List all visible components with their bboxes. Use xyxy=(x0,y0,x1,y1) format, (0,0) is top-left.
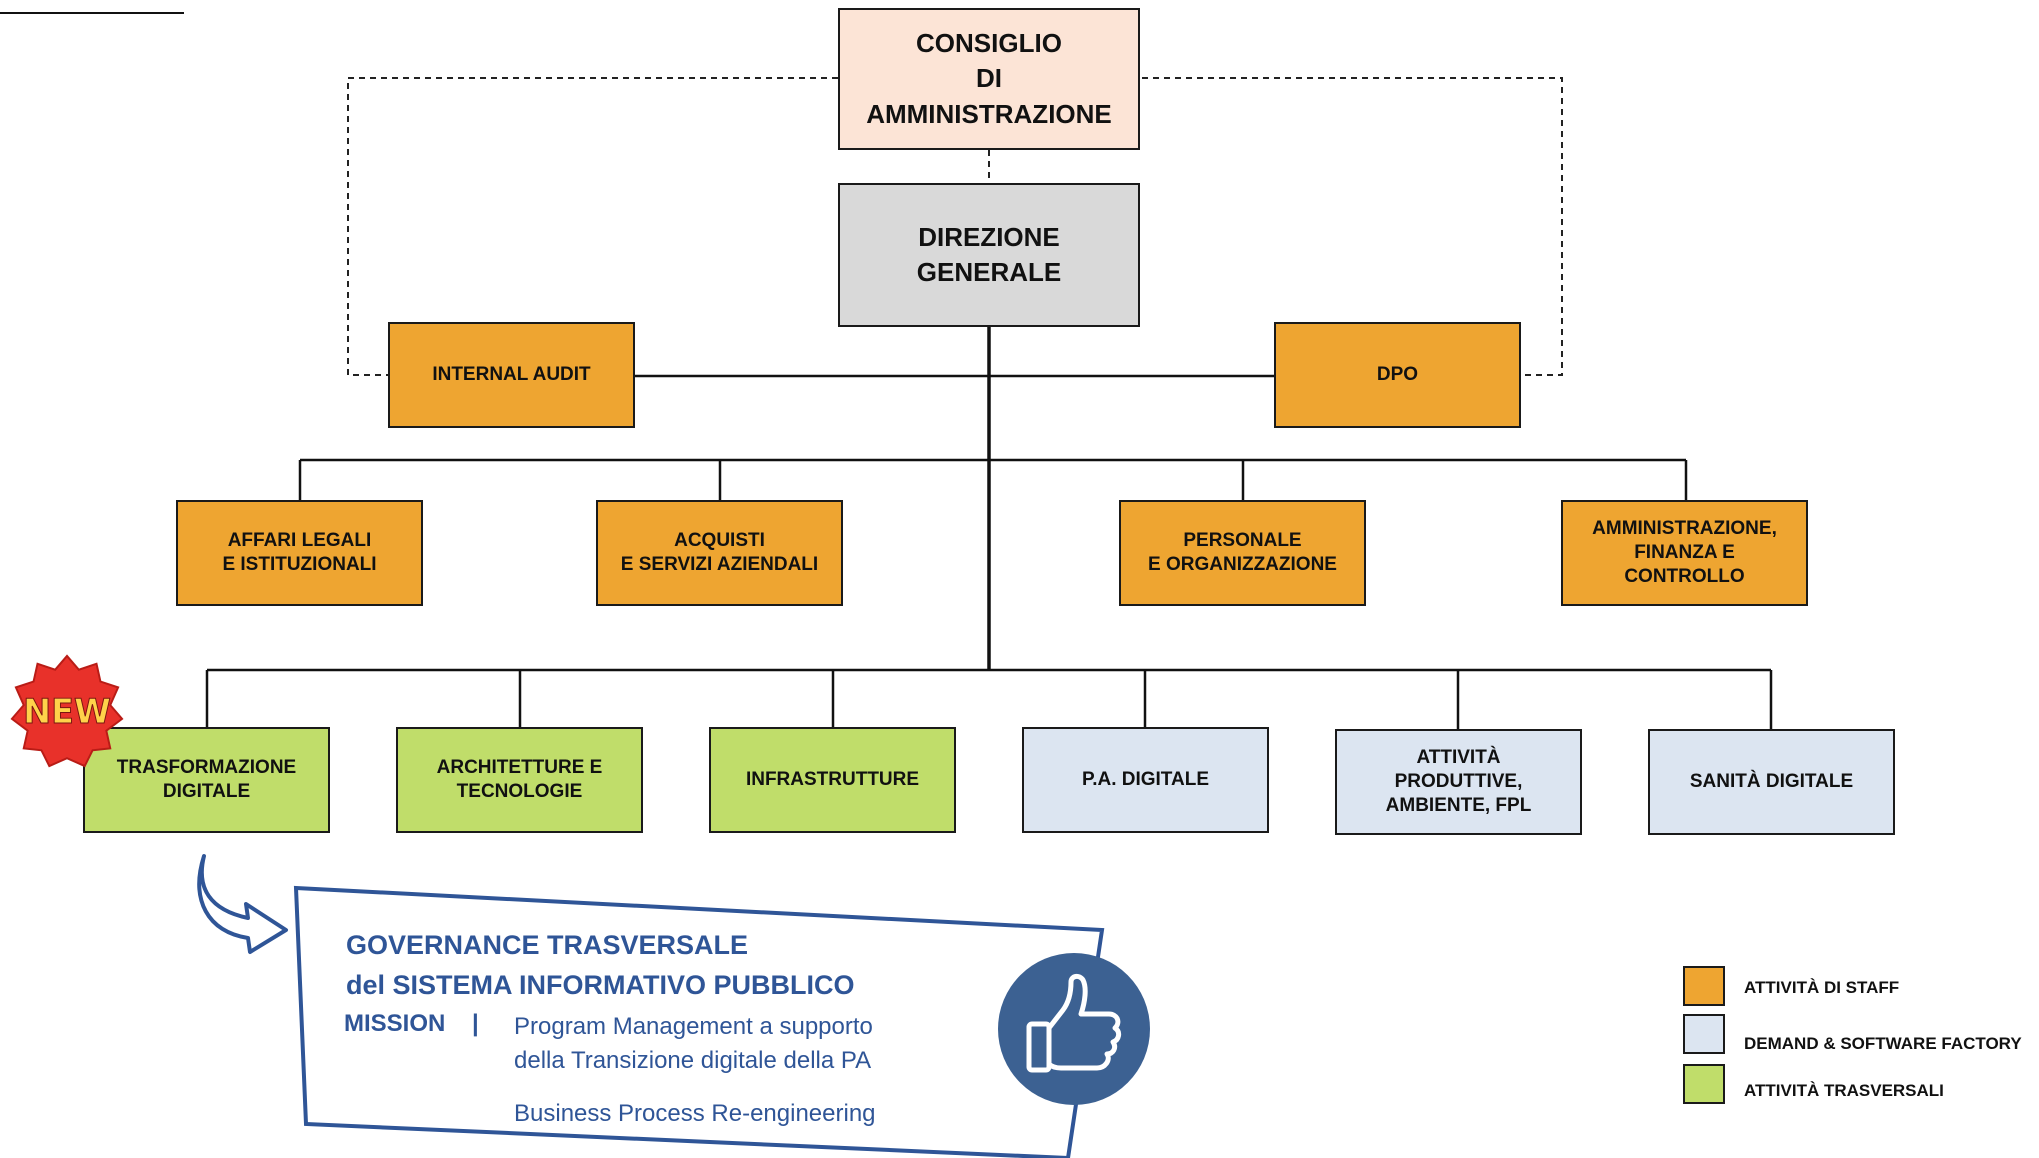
curved-arrow-icon xyxy=(197,854,288,954)
legend-swatch-demand xyxy=(1683,1014,1725,1054)
legend-label-staff: ATTIVITÀ DI STAFF xyxy=(1744,978,1900,997)
mission-item: Business Process Re-engineering xyxy=(514,1100,876,1127)
dpo-box: DPO xyxy=(1274,322,1521,428)
architetture-box: ARCHITETTURE E TECNOLOGIE xyxy=(396,727,643,833)
corner-rule xyxy=(0,12,184,14)
mission-item: Program Management a supporto della Tran… xyxy=(514,1013,873,1074)
new-badge-icon: NEW xyxy=(10,654,124,768)
amministrazione-box: AMMINISTRAZIONE, FINANZA E CONTROLLO xyxy=(1561,500,1808,606)
legend-label-demand: DEMAND & SOFTWARE FACTORY xyxy=(1744,1034,2022,1053)
sanita-digitale-box: SANITÀ DIGITALE xyxy=(1648,729,1895,835)
affari-legali-box: AFFARI LEGALI E ISTITUZIONALI xyxy=(176,500,423,606)
thumbs-up-icon xyxy=(998,953,1150,1105)
legend-label-trasversali: ATTIVITÀ TRASVERSALI xyxy=(1744,1081,1944,1100)
pa-digitale-box: P.A. DIGITALE xyxy=(1022,727,1269,833)
trasformazione-digitale-box: TRASFORMAZIONE DIGITALE xyxy=(83,727,330,833)
governance-title: GOVERNANCE TRASVERSALE del SISTEMA INFOR… xyxy=(346,930,855,1000)
attivita-produttive-box: ATTIVITÀ PRODUTTIVE, AMBIENTE, FPL xyxy=(1335,729,1582,835)
legend-swatch-staff xyxy=(1683,966,1725,1006)
acquisti-box: ACQUISTI E SERVIZI AZIENDALI xyxy=(596,500,843,606)
internal-audit-box: INTERNAL AUDIT xyxy=(388,322,635,428)
general-direction-box: DIREZIONE GENERALE xyxy=(838,183,1140,327)
mission-label: MISSION xyxy=(344,1010,446,1037)
dashed-link-dpo xyxy=(1142,77,1563,376)
svg-text:NEW: NEW xyxy=(23,692,111,731)
legend-swatch-trasversali xyxy=(1683,1064,1725,1104)
dashed-link-internal-audit xyxy=(347,77,838,376)
infrastrutture-box: INFRASTRUTTURE xyxy=(709,727,956,833)
board-box: CONSIGLIO DI AMMINISTRAZIONE xyxy=(838,8,1140,150)
governance-card xyxy=(293,885,1105,1158)
mission-separator: | xyxy=(472,1010,479,1037)
personale-box: PERSONALE E ORGANIZZAZIONE xyxy=(1119,500,1366,606)
